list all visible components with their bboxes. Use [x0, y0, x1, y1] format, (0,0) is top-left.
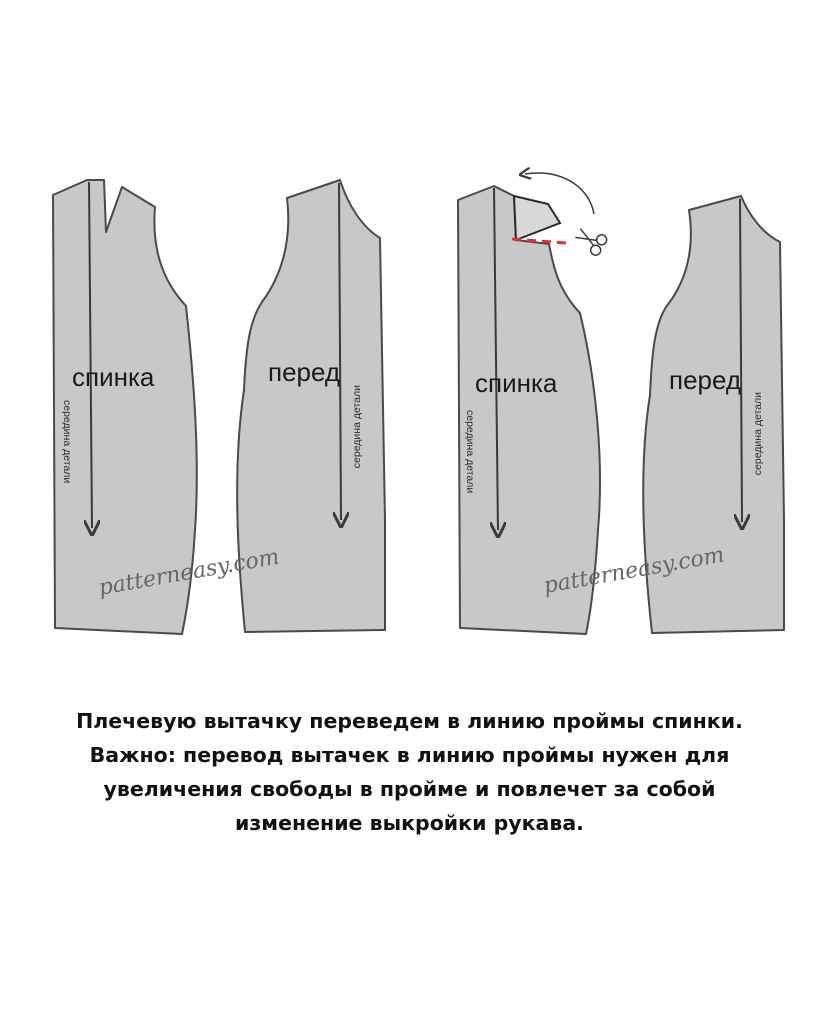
caption-line-4: изменение выкройки рукава.: [235, 811, 584, 835]
front-center-label-before: середина детали: [351, 385, 363, 468]
back-center-label-after: середина детали: [464, 410, 476, 493]
before-group: спинка середина детали перед середина де…: [52, 179, 386, 635]
front-center-label-after: середина детали: [752, 392, 764, 475]
caption-line-1: Плечевую вытачку переведем в линию пройм…: [76, 709, 743, 733]
after-group: спинка середина детали перед середина де…: [457, 173, 785, 635]
caption-line-3: увеличения свободы в пройме и повлечет з…: [103, 777, 716, 801]
cut-line: [511, 237, 567, 245]
front-center-arrow-before: [339, 182, 341, 520]
front-label-after: перед: [669, 365, 741, 395]
rotated-dart-outline: [512, 194, 562, 242]
front-center-arrow-after: [740, 198, 742, 522]
back-center-arrow-after: [494, 187, 498, 530]
caption-line-2: Важно: перевод вытачек в линию проймы ну…: [89, 743, 730, 767]
back-center-label-before: середина детали: [61, 400, 73, 483]
pattern-diagram: спинка середина детали перед середина де…: [52, 0, 785, 635]
back-label-before: спинка: [72, 362, 155, 392]
back-label-after: спинка: [475, 368, 558, 398]
curved-arrow-icon: [525, 173, 595, 215]
back-center-arrow-before: [89, 181, 92, 528]
scissors-icon: [575, 228, 608, 256]
front-label-before: перед: [268, 357, 340, 387]
caption: Плечевую вытачку переведем в линию пройм…: [20, 704, 799, 840]
